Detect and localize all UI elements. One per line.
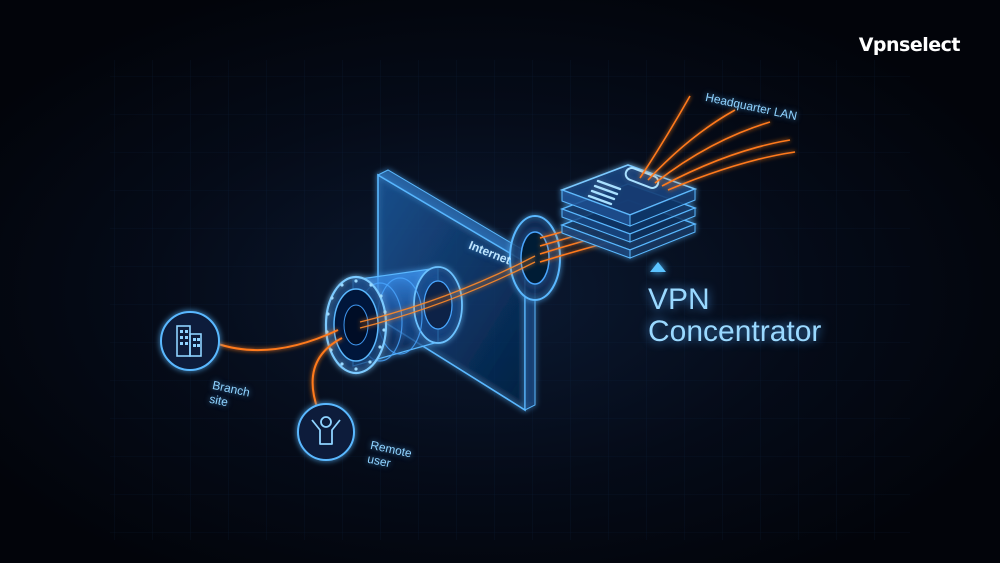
vpn-title-line2: Concentrator <box>648 315 822 348</box>
vpn-title-line1: VPN <box>648 283 710 316</box>
vpn-concentrator-label: VPN Concentrator <box>648 262 821 348</box>
person-icon <box>297 403 355 461</box>
triangle-up-icon <box>650 262 666 272</box>
remote-connection-line <box>311 337 343 411</box>
vpn-tunnel-cylinder <box>324 266 463 375</box>
branch-connection-line <box>214 329 339 351</box>
headquarter-lan-cables <box>639 95 796 191</box>
inner-tunnel-lines <box>359 255 536 329</box>
building-icon <box>160 311 220 371</box>
brand-logo: Vpnselect <box>858 34 961 56</box>
